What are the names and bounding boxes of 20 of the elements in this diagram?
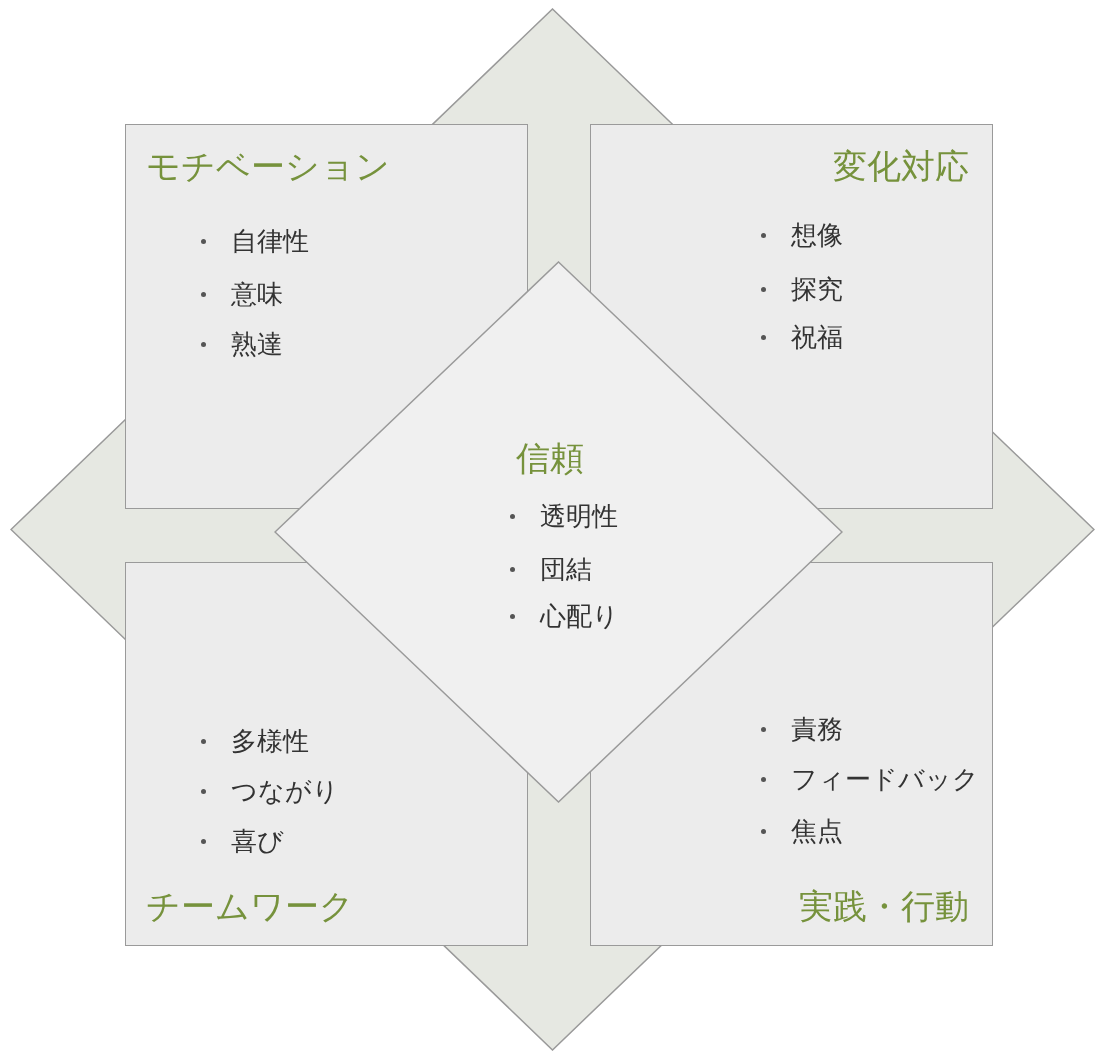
list-item: 焦点 [791,815,843,847]
heading: 信頼 [516,438,584,478]
list-item: フィードバック [791,763,979,795]
list-item: 熟達 [231,328,283,360]
list-item: 透明性 [540,500,618,532]
list-item: つながり [231,775,339,807]
list-item: 意味 [231,278,283,310]
list-item: 想像 [791,219,843,251]
heading: 実践・行動 [799,886,969,926]
list-item: 喜び [231,825,284,857]
list-item: 心配り [540,600,619,632]
heading: モチベーション [146,146,390,186]
list-item: 団結 [540,553,592,585]
list-item: 責務 [791,713,843,745]
list-item: 自律性 [231,225,309,257]
heading: 変化対応 [833,146,969,186]
list-item: 多様性 [231,725,309,757]
heading: チームワーク [146,886,354,926]
list-item: 祝福 [791,321,843,353]
list-item: 探究 [791,273,843,305]
